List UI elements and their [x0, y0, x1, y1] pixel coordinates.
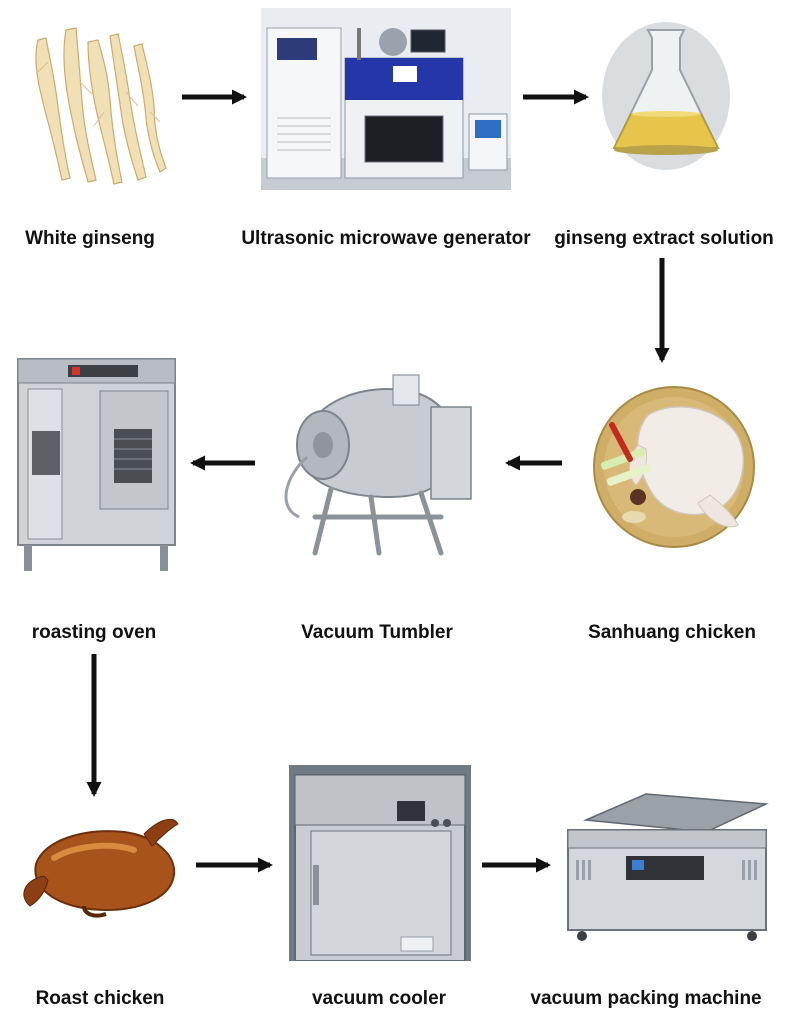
microwave-generator-image	[261, 8, 511, 190]
label-vacuum-tumbler: Vacuum Tumbler	[301, 622, 453, 643]
vacuum-cooler-image	[289, 765, 471, 961]
roast-chicken-image	[14, 810, 182, 920]
white-ginseng-image	[18, 22, 168, 187]
roasting-oven-image	[14, 355, 179, 575]
vacuum-tumbler-image	[271, 367, 483, 562]
vacuum-packing-machine-image	[562, 790, 776, 944]
label-vacuum-cooler: vacuum cooler	[311, 988, 447, 1009]
raw-chicken-image	[578, 385, 770, 550]
label-white-ginseng: White ginseng	[25, 228, 155, 249]
label-vacuum-packing-machine: vacuum packing machine	[530, 988, 762, 1009]
label-ginseng-extract-solution: ginseng extract solution	[554, 228, 774, 249]
label-sanhuang-chicken: Sanhuang chicken	[588, 622, 756, 643]
label-ultrasonic-microwave-generator: Ultrasonic microwave generator	[241, 228, 531, 249]
label-roast-chicken: Roast chicken	[35, 988, 165, 1009]
flask-image	[600, 18, 732, 173]
label-roasting-oven: roasting oven	[31, 622, 157, 643]
